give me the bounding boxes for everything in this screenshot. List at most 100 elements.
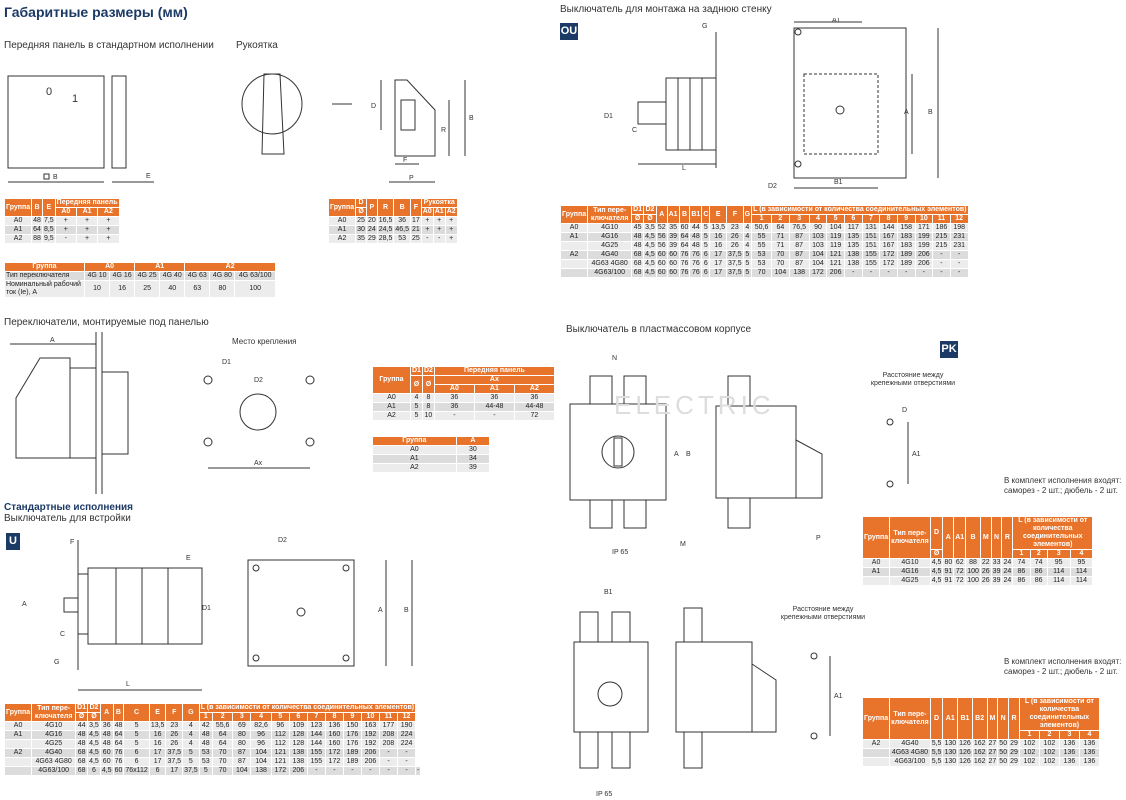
table-cell: A2 [861, 739, 891, 749]
svg-text:D: D [371, 103, 376, 110]
hole-distance-2-drawing: A1 [810, 652, 843, 740]
table-cell: 224 [396, 730, 417, 740]
table-cell: 5 [701, 232, 711, 242]
table-cell: 172 [808, 268, 828, 278]
table-cell: 177 [378, 721, 399, 731]
table-cell: 126 [957, 757, 973, 767]
table-cell: 70 [751, 268, 773, 278]
table-cell [3, 766, 33, 776]
table-cell: 183 [896, 232, 916, 242]
table-cell: 136 [1058, 748, 1080, 758]
table-cell: 23 [165, 721, 184, 731]
table-cell [3, 739, 33, 749]
table-cell: 86 [1012, 567, 1031, 577]
table-cell: 68 [631, 259, 645, 269]
table-cell: 88 [965, 558, 981, 568]
table-cell: 151 [861, 232, 881, 242]
table-cell: 199 [914, 241, 934, 251]
table-cell: 53 [751, 250, 773, 260]
table-cell: 4,5 [643, 250, 657, 260]
table-cell: 48 [198, 739, 213, 749]
table-cell: 64 [678, 232, 691, 242]
table-cell: 4G63/100 [31, 766, 77, 776]
table-cell: 23 [726, 223, 744, 233]
table-cell: 5 [198, 766, 213, 776]
svg-text:D1: D1 [202, 605, 211, 612]
table-cell: 48 [99, 739, 114, 749]
table-cell: 5 [182, 757, 200, 767]
table-cell: 86 [1029, 576, 1048, 586]
table-cell: 72 [953, 576, 967, 586]
table-cell: 76,5 [788, 223, 810, 233]
table-cell: - [324, 766, 344, 776]
hole-distance-1-drawing: A1 D [886, 407, 921, 488]
table-cell: 48 [75, 730, 89, 740]
table-cell: 17 [148, 757, 167, 767]
table-cell: 3,5 [87, 721, 101, 731]
table-cell: 91 [942, 576, 955, 586]
table-cell: 4,5 [643, 232, 657, 242]
table-cell: 3,5 [643, 223, 657, 233]
badge-ou: OU [560, 23, 578, 40]
table-cell: 176 [342, 739, 362, 749]
table-cell: 24 [1001, 567, 1014, 577]
table-cell: 126 [957, 739, 973, 749]
table-cell: 26 [979, 576, 992, 586]
table-cell: A0 [861, 558, 891, 568]
table-cell: 76 [112, 748, 125, 758]
table-cell: - [932, 268, 951, 278]
table-cell: 50 [997, 739, 1010, 749]
table-cell: 27 [986, 748, 999, 758]
table-cell: 208 [378, 739, 399, 749]
table-cell: 130 [942, 757, 959, 767]
table-cell: 76x112 [123, 766, 150, 776]
table-cell: 104 [808, 259, 828, 269]
table-cell: 160 [324, 739, 344, 749]
table-cell: 104 [826, 223, 845, 233]
table-cell: 199 [914, 232, 934, 242]
table-cell: 4G63 4G80 [889, 748, 931, 758]
badge-u: U [6, 533, 20, 550]
table-cell: 112 [270, 730, 290, 740]
table-cell: 16 [709, 241, 728, 251]
caption-ip65-2: IP 65 [596, 791, 613, 798]
table-cell: 136 [1058, 739, 1080, 749]
table-cell: 50 [997, 757, 1010, 767]
table-cell: 68 [75, 748, 89, 758]
table-cell: 172 [879, 259, 898, 269]
table-cell: 48 [112, 721, 125, 731]
table-cell: 198 [949, 223, 969, 233]
table-cell: 138 [843, 259, 863, 269]
table-cell: 109 [288, 721, 308, 731]
svg-text:A1: A1 [834, 693, 843, 700]
table-cell: 103 [808, 241, 828, 251]
table-cell: - [896, 268, 916, 278]
svg-text:B: B [686, 451, 691, 458]
svg-text:P: P [816, 535, 821, 542]
table-cell: 100 [965, 576, 981, 586]
table-cell: - [360, 766, 380, 776]
table-cell: 102 [1038, 757, 1060, 767]
table-cell: 76 [689, 268, 703, 278]
table-cell: 4,5 [87, 757, 101, 767]
table-cell: - [396, 766, 417, 776]
table-cell: 128 [288, 739, 308, 749]
table-cell: 5 [742, 250, 753, 260]
table-cell: 4G63/100 [889, 757, 931, 767]
table-cell: 151 [861, 241, 881, 251]
table-cell: 158 [896, 223, 916, 233]
table-cell: 4 [182, 739, 200, 749]
table-cell: 5,5 [929, 757, 944, 767]
table-cell: 90 [808, 223, 828, 233]
table-cell: 6 [701, 259, 711, 269]
table-cell: - [396, 757, 417, 767]
table-cell: 50 [997, 748, 1010, 758]
table-cell: 96 [270, 721, 290, 731]
table-cell: 70 [211, 757, 234, 767]
table-cell: 206 [288, 766, 308, 776]
table-cell: 4G63/100 [587, 268, 633, 278]
